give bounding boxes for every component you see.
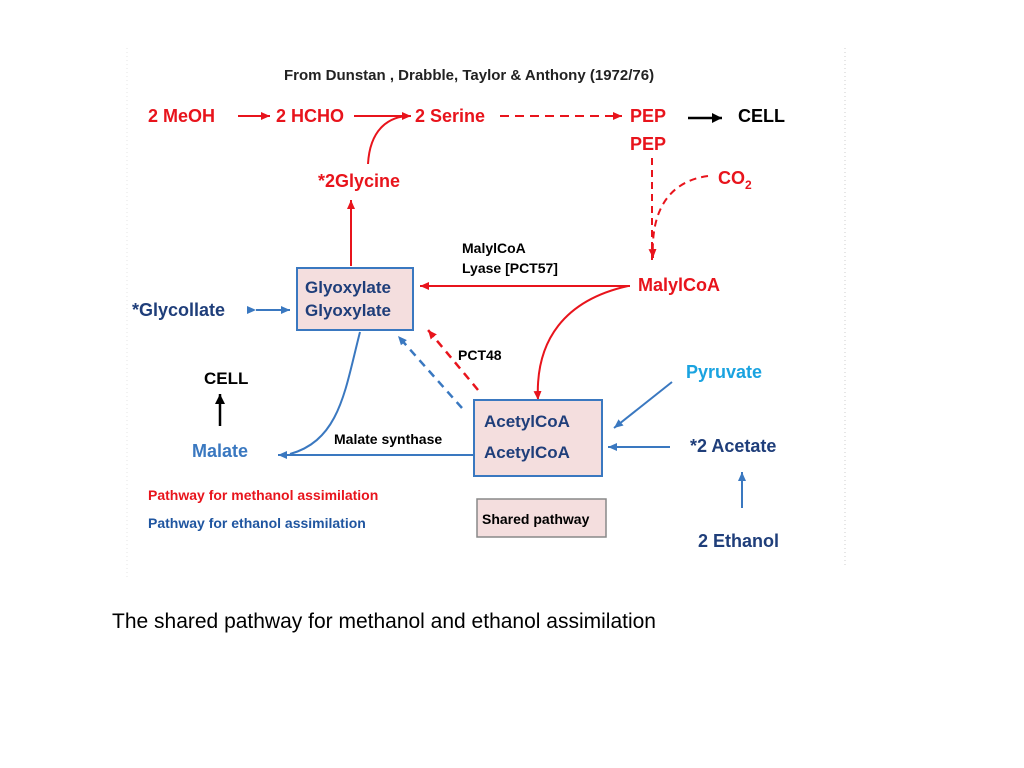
- pep-node-1: PEP: [630, 106, 666, 126]
- acetylcoa-label-2: AcetylCoA: [484, 443, 570, 462]
- pyruvate-to-acetylcoa-arrow: [613, 381, 673, 429]
- glyoxylate-label-2: Glyoxylate: [305, 301, 391, 320]
- co2-node: CO2: [718, 168, 752, 192]
- hcho-node: 2 HCHO: [276, 106, 344, 126]
- citation-text: From Dunstan , Drabble, Taylor & Anthony…: [284, 67, 654, 84]
- malylcoa-lyase-label-2: Lyase [PCT57]: [462, 260, 558, 276]
- malylcoa-node: MalylCoA: [638, 275, 720, 295]
- glycollate-node: *Glycollate: [132, 300, 225, 320]
- glycine-to-serine-arrow: [367, 115, 411, 165]
- acetylcoa-label-1: AcetylCoA: [484, 412, 570, 431]
- co2-base-label: CO: [718, 168, 745, 188]
- malate-synthase-curve: [289, 331, 361, 455]
- pct48-label: PCT48: [458, 347, 502, 363]
- acetylcoa-box: [473, 399, 603, 477]
- legend-methanol: Pathway for methanol assimilation: [148, 487, 378, 503]
- malylcoa-lyase-label-1: MalylCoA: [462, 240, 526, 256]
- cell-top-node: CELL: [738, 106, 785, 126]
- legend-shared-box: [476, 498, 607, 538]
- ethanol-node: 2 Ethanol: [698, 531, 779, 551]
- pep-node-2: PEP: [630, 134, 666, 154]
- meoh-node: 2 MeOH: [148, 106, 215, 126]
- cell-left-node: CELL: [204, 369, 248, 388]
- legend-ethanol: Pathway for ethanol assimilation: [148, 515, 366, 531]
- malate-synthase-label: Malate synthase: [334, 431, 442, 447]
- legend-shared: Shared pathway: [482, 511, 590, 527]
- co2-subscript-label: 2: [745, 178, 752, 192]
- pct48-blue-arrow: [397, 335, 463, 409]
- malylcoa-to-acetylcoa-arrow: [533, 285, 629, 401]
- serine-node: 2 Serine: [415, 106, 485, 126]
- co2-to-malylcoa-arrow: [648, 175, 709, 259]
- glyoxylate-label-1: Glyoxylate: [305, 278, 391, 297]
- glyoxylate-box: [296, 267, 414, 331]
- acetate-node: *2 Acetate: [690, 436, 776, 456]
- glycine-node: *2Glycine: [318, 171, 400, 191]
- pyruvate-node: Pyruvate: [686, 362, 762, 382]
- malate-node: Malate: [192, 441, 248, 461]
- pathway-diagram: From Dunstan , Drabble, Taylor & Anthony…: [126, 48, 846, 580]
- figure-caption: The shared pathway for methanol and etha…: [112, 610, 656, 633]
